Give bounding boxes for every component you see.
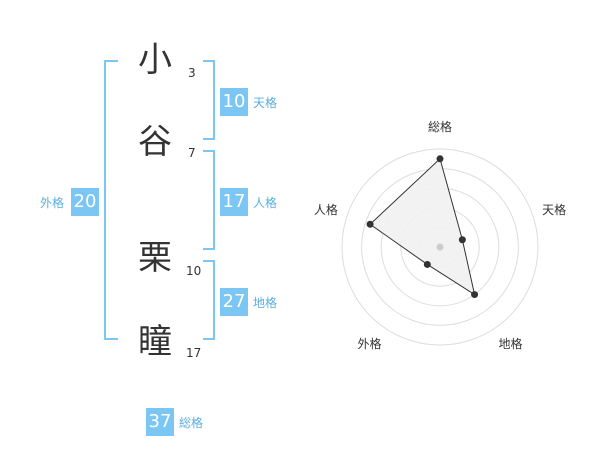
radar-point <box>458 236 466 244</box>
soukaku-value: 37 <box>146 408 174 436</box>
radar-point <box>366 220 374 228</box>
radar-ring <box>341 148 539 346</box>
jinkaku-label: 人格 <box>253 196 278 210</box>
soukaku-label: 総格 <box>179 416 204 430</box>
radar-axis-label: 地格 <box>499 336 523 351</box>
radar-axis-label: 天格 <box>542 202 566 217</box>
name-char-4: 瞳 <box>138 322 172 362</box>
stroke-count-1: 3 <box>188 66 196 80</box>
radar-center-dot <box>436 243 444 251</box>
name-char-3: 栗 <box>138 238 172 278</box>
radar-area <box>369 157 476 296</box>
chikaku-label: 地格 <box>253 296 278 310</box>
chikaku-value: 27 <box>220 288 248 316</box>
jinkaku-bracket <box>203 150 215 250</box>
jinkaku-value: 17 <box>220 188 248 216</box>
gaikaku-label: 外格 <box>40 196 65 210</box>
tenkaku-bracket <box>203 60 215 140</box>
stroke-count-3: 10 <box>186 264 202 278</box>
stroke-count-4: 17 <box>186 346 202 360</box>
tenkaku-label: 天格 <box>253 96 278 110</box>
chikaku-bracket <box>203 260 215 340</box>
radar-point <box>436 155 444 163</box>
radar-point <box>471 291 479 299</box>
gaikaku-value: 20 <box>71 188 99 216</box>
radar-point <box>423 260 431 268</box>
name-char-2: 谷 <box>138 122 172 162</box>
name-char-1: 小 <box>138 40 172 80</box>
radar-axis-label: 外格 <box>357 336 381 351</box>
tenkaku-value: 10 <box>220 88 248 116</box>
radar-axis-label: 総格 <box>428 119 452 134</box>
gaikaku-bracket <box>104 60 118 340</box>
radar-axis-label: 人格 <box>314 202 338 217</box>
stroke-count-2: 7 <box>188 146 196 160</box>
